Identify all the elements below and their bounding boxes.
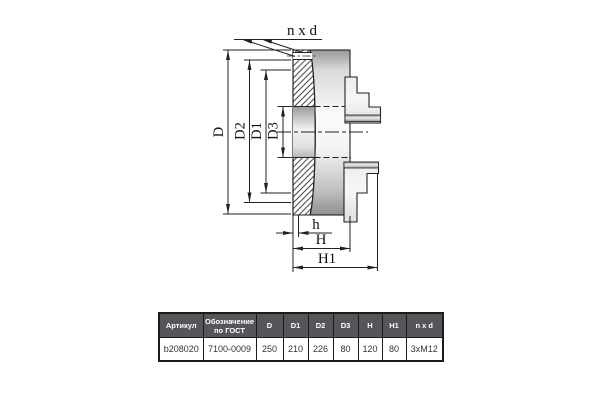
spec-table: Артикул Обозначение по ГОСТ D D1 D2 D3 H…: [158, 312, 444, 362]
body-cylinder: [309, 49, 351, 216]
label-D1: D1: [249, 122, 265, 140]
cell-D1: 210: [282, 337, 309, 362]
cell-nxd: 3xM12: [405, 337, 444, 362]
label-H1: H1: [318, 251, 336, 267]
bottom-jaw-insert-bar: [343, 161, 379, 169]
cell-artikul: b208020: [158, 337, 204, 362]
cell-gost: 7100-0009: [202, 337, 257, 362]
label-H: H: [316, 232, 327, 248]
header-D3: D3: [332, 312, 359, 338]
header-gost: Обозначение по ГОСТ: [202, 312, 257, 338]
cell-D3: 80: [332, 337, 359, 362]
label-D2: D2: [233, 122, 249, 140]
top-jaw-insert-bar: [344, 114, 381, 122]
header-H: H: [357, 312, 383, 338]
header-D1: D1: [282, 312, 309, 338]
header-D2: D2: [307, 312, 334, 338]
header-D: D: [255, 312, 284, 338]
label-D: D: [211, 127, 227, 137]
chuck-body: [277, 49, 368, 216]
dim-nxd: [234, 39, 322, 57]
label-h: h: [312, 217, 320, 233]
header-nxd: n x d: [405, 312, 444, 338]
header-H1: H1: [381, 312, 407, 338]
dim-D1: [260, 69, 291, 194]
label-D3: D3: [266, 122, 282, 140]
cell-D: 250: [255, 337, 284, 362]
dim-D: [223, 49, 291, 215]
top-jaw: [344, 76, 382, 124]
header-artikul: Артикул: [158, 312, 204, 338]
bottom-jaw: [343, 161, 380, 223]
cell-D2: 226: [307, 337, 334, 362]
dim-D3: [277, 106, 292, 158]
cell-H1: 80: [381, 337, 407, 362]
dim-D2: [244, 59, 291, 203]
cell-H: 120: [357, 337, 383, 362]
spec-table-data-row: b208020 7100-0009 250 210 226 80 120 80 …: [158, 337, 444, 362]
nxd-extension-1: [242, 39, 296, 57]
label-nxd: n x d: [287, 23, 318, 39]
spec-table-header-row: Артикул Обозначение по ГОСТ D D1 D2 D3 H…: [158, 312, 444, 338]
